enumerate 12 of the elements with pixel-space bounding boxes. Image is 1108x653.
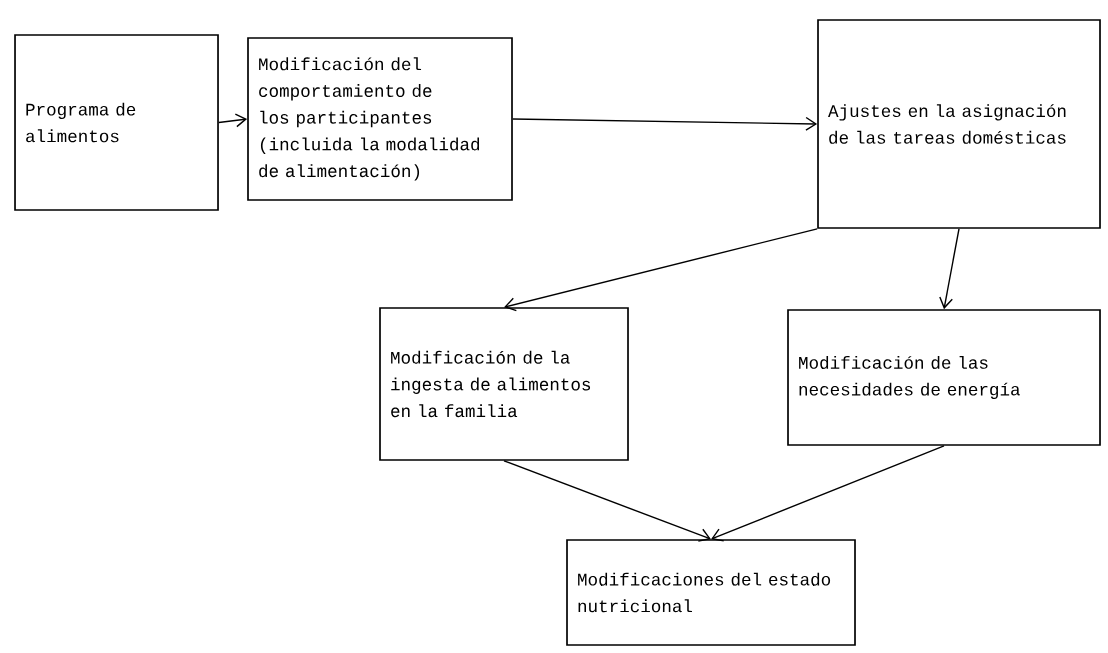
process-box: Modificación de las necesidades de energía [787, 309, 1101, 446]
arrow [503, 460, 711, 542]
process-box: Ajustes en la asignación de las tareas domésticas [817, 19, 1101, 229]
process-box: Modificación del comportamiento de los participantes (incluida la modalidad de alimentación) [247, 37, 513, 201]
process-box: Programa de alimentos [14, 34, 219, 211]
arrow [939, 228, 960, 310]
process-box: Modificaciones del estado nutricional [566, 539, 856, 646]
arrow [218, 113, 248, 128]
arrow [504, 228, 818, 312]
process-box: Modificación de la ingesta de alimentos en la familia [379, 307, 629, 461]
arrow [512, 116, 818, 131]
arrow [711, 445, 945, 542]
